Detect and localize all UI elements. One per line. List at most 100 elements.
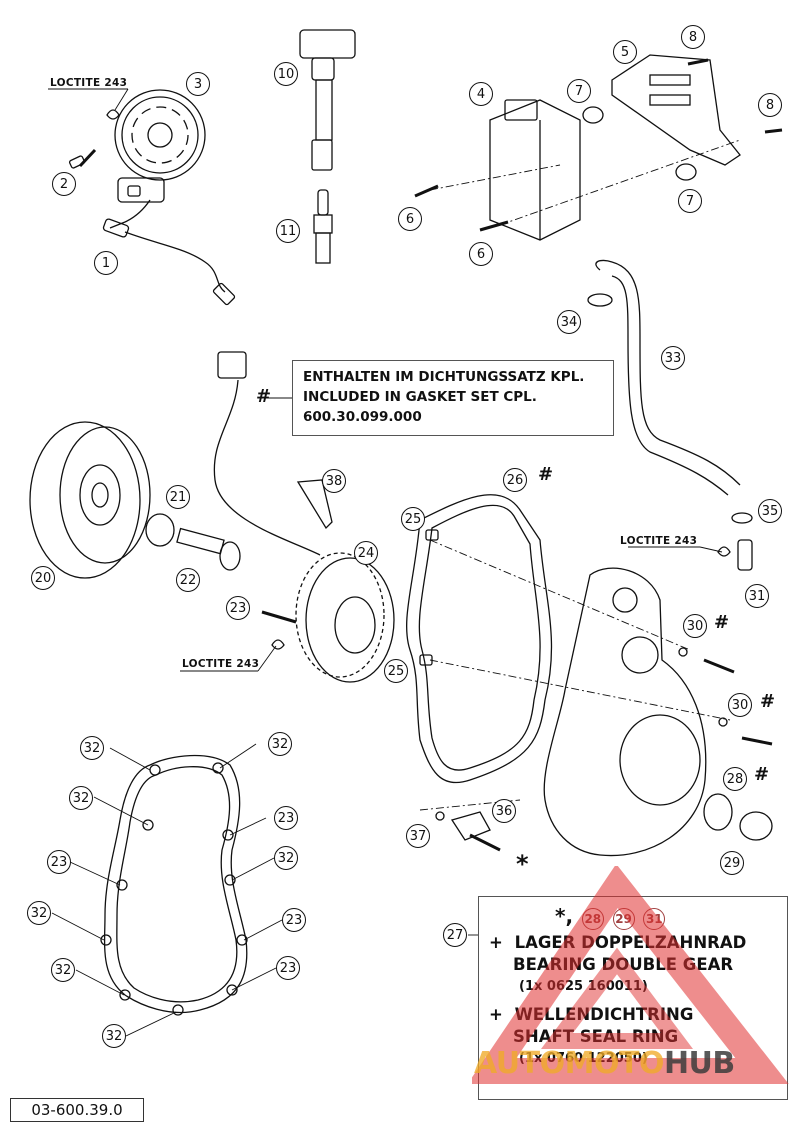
- hash-mark-30a: #: [714, 612, 730, 633]
- flywheel-bolt: [176, 527, 241, 571]
- note-ref-31: 31: [643, 908, 666, 930]
- note-item1-de: LAGER DOPPELZAHNRAD: [514, 933, 747, 952]
- watermark-part1: AUTOMOTO: [474, 1046, 664, 1081]
- hose-clamp: [587, 293, 613, 307]
- callout-6a: 6: [398, 207, 422, 231]
- callout-30b: 30: [728, 693, 752, 717]
- ignition-coil: [299, 29, 356, 171]
- callout-35: 35: [758, 499, 782, 523]
- breather-hose: [595, 259, 741, 486]
- hash-mark-30b: #: [760, 691, 776, 712]
- callout-25a: 25: [401, 507, 425, 531]
- gasket-note-line1: ENTHALTEN IM DICHTUNGSSATZ KPL.: [303, 369, 585, 385]
- callout-32a: 32: [80, 736, 104, 760]
- gasket-set-note: ENTHALTEN IM DICHTUNGSSATZ KPL. INCLUDED…: [292, 360, 614, 436]
- callout-25b: 25: [384, 659, 408, 683]
- flywheel: [29, 421, 151, 579]
- callout-31: 31: [745, 584, 769, 608]
- watermark-text: AUTOMOTOHUB: [474, 1046, 735, 1081]
- clip: [450, 811, 491, 841]
- callout-34: 34: [557, 310, 581, 334]
- callout-38: 38: [322, 469, 346, 493]
- ecu-module: [489, 99, 581, 241]
- note-item1-en: BEARING DOUBLE GEAR: [513, 955, 734, 974]
- callout-22: 22: [176, 568, 200, 592]
- callout-32g: 32: [102, 1024, 126, 1048]
- callout-4: 4: [469, 82, 493, 106]
- callout-33: 33: [661, 346, 685, 370]
- o-ring: [703, 793, 733, 831]
- callout-5: 5: [613, 40, 637, 64]
- callout-32e: 32: [27, 901, 51, 925]
- hash-mark-28: #: [754, 764, 770, 785]
- callout-23-stator: 23: [226, 596, 250, 620]
- loctite-label-stator: LOCTITE 243: [182, 658, 260, 670]
- note-plus-2: +: [489, 1005, 503, 1024]
- callout-32f: 32: [51, 958, 75, 982]
- callout-27: 27: [443, 923, 467, 947]
- hash-mark-gasket-note: #: [256, 386, 272, 407]
- callout-7a: 7: [567, 79, 591, 103]
- callout-23-gasket-b: 23: [47, 850, 71, 874]
- callout-30a: 30: [683, 614, 707, 638]
- loctite-drop-1: [106, 109, 120, 120]
- note-ref-28: 28: [581, 908, 604, 930]
- callout-32b: 32: [268, 732, 292, 756]
- callout-21: 21: [166, 485, 190, 509]
- callout-37: 37: [406, 824, 430, 848]
- callout-26: 26: [503, 468, 527, 492]
- callout-29: 29: [720, 851, 744, 875]
- note-star-label: *,: [555, 904, 574, 928]
- washer-37: [435, 811, 445, 821]
- callout-32d: 32: [274, 846, 298, 870]
- note-item2-en: SHAFT SEAL RING: [513, 1027, 679, 1046]
- document-id: 03-600.39.0: [10, 1098, 144, 1122]
- callout-2: 2: [52, 172, 76, 196]
- stator: [295, 552, 395, 683]
- callout-3: 3: [186, 72, 210, 96]
- note-item2-de: WELLENDICHTRING: [514, 1005, 694, 1024]
- ignition-cover: [543, 567, 707, 857]
- callout-8a: 8: [681, 25, 705, 49]
- pickup-sensor: [102, 177, 236, 306]
- callout-11: 11: [276, 219, 300, 243]
- watermark-part2: HUB: [663, 1046, 735, 1081]
- callout-36: 36: [492, 799, 516, 823]
- note-item1-part: (1x 0625 160011): [519, 979, 648, 994]
- note-item2: + WELLENDICHTRING: [489, 1004, 777, 1026]
- trigger-wheel: [114, 89, 206, 181]
- callout-8b: 8: [758, 93, 782, 117]
- dowel-1: [425, 529, 439, 541]
- star-mark-cover: *: [516, 850, 529, 878]
- grommet-1: [582, 106, 604, 124]
- gasket-note-line3: 600.30.099.000: [303, 409, 422, 425]
- callout-32c: 32: [69, 786, 93, 810]
- stator-cable: [213, 379, 321, 556]
- callout-10: 10: [274, 62, 298, 86]
- hose-cap: [731, 512, 753, 524]
- cable-guide: [296, 479, 333, 530]
- note-refs-row: *, 28 29 31: [489, 905, 777, 930]
- dowel-2: [419, 654, 433, 666]
- callout-6b: 6: [469, 242, 493, 266]
- gasket-note-line2: INCLUDED IN GASKET SET CPL.: [303, 389, 537, 405]
- callout-23-gasket-a: 23: [274, 806, 298, 830]
- callout-1: 1: [94, 251, 118, 275]
- callout-23-gasket-c: 23: [282, 908, 306, 932]
- hash-mark-26: #: [538, 464, 554, 485]
- ecu-bracket: [611, 54, 741, 166]
- loctite-label-trigger: LOCTITE 243: [50, 77, 128, 89]
- note-ref-29: 29: [612, 908, 635, 930]
- stator-connector: [217, 351, 247, 379]
- washer: [145, 513, 175, 547]
- callout-23-gasket-d: 23: [276, 956, 300, 980]
- crankcase-gasket: [103, 754, 248, 1014]
- grommet-2: [675, 163, 697, 181]
- spark-plug: [313, 189, 333, 264]
- drain-plug: [737, 539, 753, 571]
- cover-gasket: [405, 494, 553, 784]
- cover-cap: [739, 811, 773, 841]
- note-item1: + LAGER DOPPELZAHNRAD: [489, 932, 777, 954]
- callout-7b: 7: [678, 189, 702, 213]
